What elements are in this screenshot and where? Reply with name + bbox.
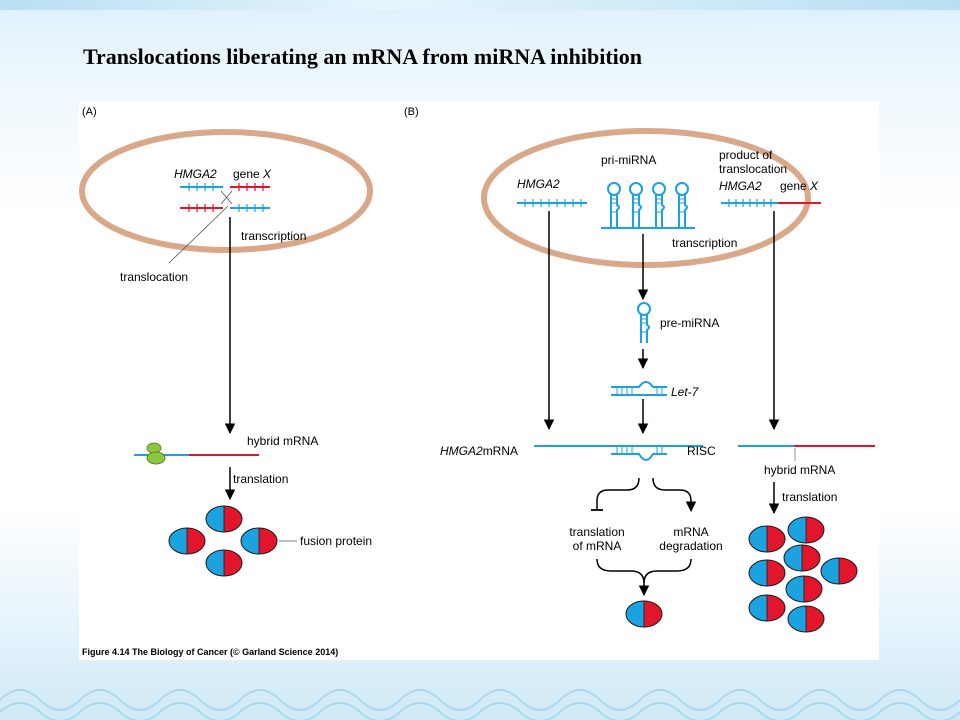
panel-b-label: (B) [404,106,419,118]
fusion-protein-b1 [748,525,786,553]
translocation-product-gene [721,199,821,207]
fusion-protein-b6 [785,575,823,603]
hmga2-label-b: HMGA2 [517,177,560,191]
nucleus-membrane-a [79,129,373,253]
transcription-label-a: transcription [241,229,306,243]
pre-mirna-structure [637,302,651,343]
decorative-waves [0,689,960,720]
panel-a: (A) HMGA2 gene X translocation transcrip… [79,106,373,577]
product-hmga2-label: HMGA2 [719,179,762,193]
panel-a-label: (A) [82,106,97,118]
gene-x-label-a: gene X [233,167,272,181]
figure: (A) HMGA2 gene X translocation transcrip… [79,101,879,660]
fusion-protein-b4 [748,559,786,587]
product-line1: product of [719,148,773,162]
fusion-protein-3 [240,527,278,555]
diagram-svg: (A) HMGA2 gene X translocation transcrip… [79,106,875,657]
hmga2-mrna-label: HMGA2mRNA [440,444,518,458]
hybrid-mrna-label-a: hybrid mRNA [247,434,318,448]
let7-label: Let-7 [671,385,700,399]
hybrid-mrna-b [738,445,875,461]
translocation-leader [168,205,229,264]
pri-mirna-structure [601,182,695,229]
converge-bracket [596,558,692,597]
risc-label: RISC [687,444,716,458]
fusion-protein-b3 [783,544,821,572]
transcription-label-b: transcription [672,236,737,250]
translation-label-a: translation [233,472,288,486]
figure-caption: Figure 4.14 The Biology of Cancer (© Gar… [82,647,338,657]
hybrid-mrna-a [134,442,259,465]
hybrid-mrna-label-b: hybrid mRNA [764,463,835,477]
mrna-degradation-line2: degradation [659,539,722,553]
pre-mirna-label: pre-miRNA [660,316,719,330]
nucleus-membrane-b [481,128,811,268]
pri-mirna-label: pri-miRNA [601,153,656,167]
fusion-proteins-a [168,505,278,577]
hmga2-label-a: HMGA2 [174,167,217,181]
mrna-degradation-line1: mRNA [673,525,708,539]
fusion-protein-2 [205,505,243,533]
let7-duplex [611,381,667,396]
fusion-protein-4 [205,549,243,577]
slide-title: Translocations liberating an mRNA from m… [83,44,643,69]
chromosome-segments [180,183,270,212]
hmga2-mrna-risc [534,445,703,461]
translation-of-line2: of mRNA [573,539,622,553]
product-gene-x-label: gene X [780,179,819,193]
fusion-protein-label: fusion protein [300,534,372,548]
panel-b: (B) HMGA2 pri-miRNA product of transloca… [404,106,875,633]
product-line2: translocation [719,162,787,176]
protein-b-single [625,600,663,628]
fusion-protein-b2 [787,516,825,544]
risc-branches [591,477,697,513]
fusion-protein-b8 [787,605,825,633]
translation-of-line1: translation [569,525,624,539]
top-banner [0,0,960,10]
fusion-protein-b7 [748,594,786,622]
hmga2-gene-b [517,199,587,207]
ribosome-small-icon [146,442,162,454]
ribosome-large-icon [146,451,166,465]
translocation-label: translocation [120,270,188,284]
fusion-protein-1 [168,527,206,555]
translation-label-b: translation [782,490,837,504]
fusion-proteins-b [748,516,858,633]
fusion-protein-b5 [820,557,858,585]
